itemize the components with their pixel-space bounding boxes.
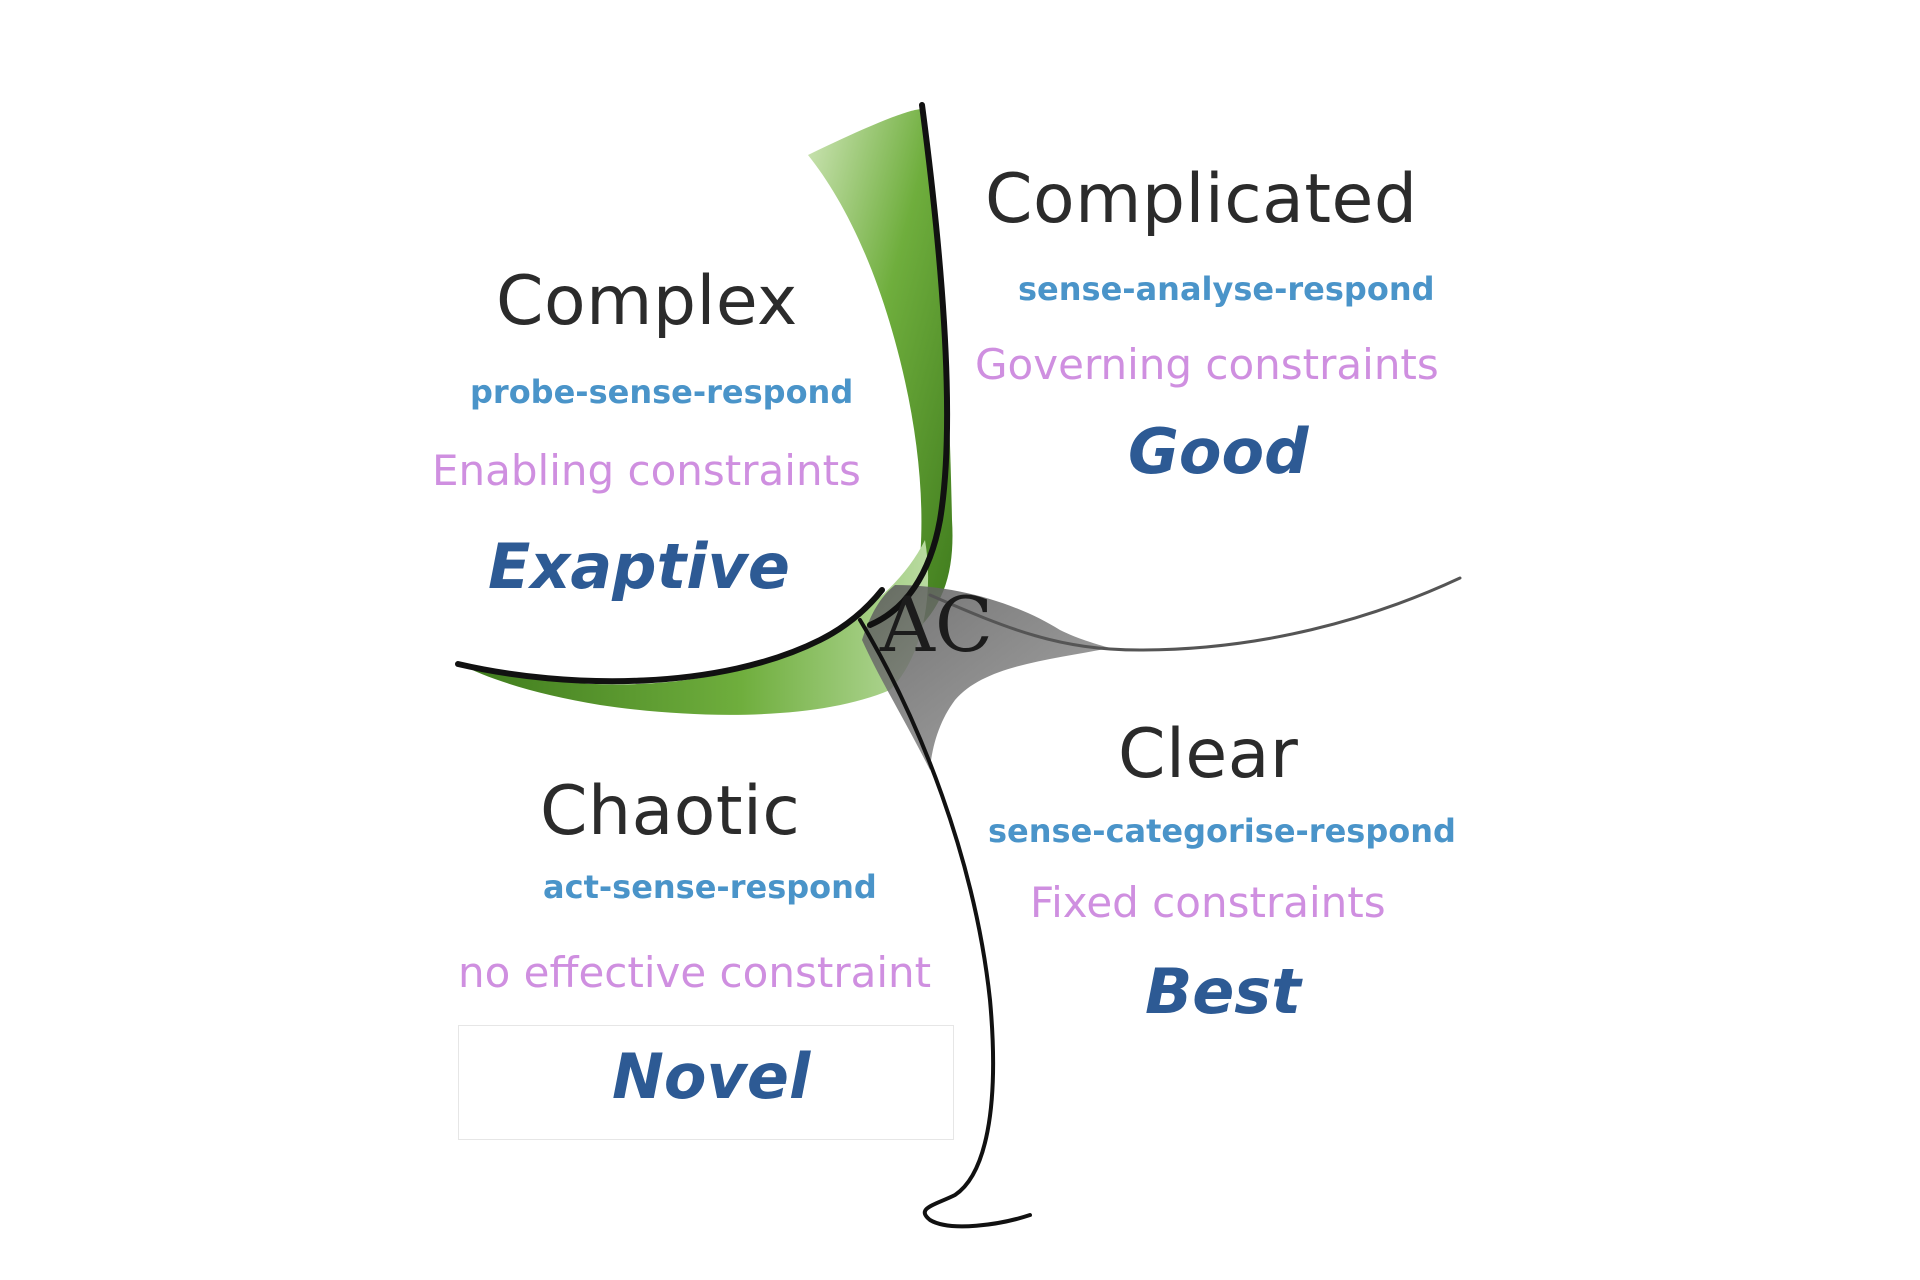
boundary-right-horizontal — [928, 576, 1462, 652]
outcome-chaotic: Novel — [612, 1040, 811, 1113]
boundary-left-horizontal — [455, 587, 885, 685]
outcome-complex: Exaptive — [488, 530, 790, 603]
constraint-clear: Fixed constraints — [1030, 878, 1386, 927]
domain-title-chaotic: Chaotic — [540, 772, 801, 851]
practice-complex: probe-sense-respond — [470, 373, 854, 411]
boundary-upper-vertical — [867, 102, 951, 628]
grey-central-region — [862, 585, 1110, 770]
domain-title-clear: Clear — [1118, 715, 1299, 794]
outcome-clear: Best — [1145, 955, 1301, 1028]
outcome-complicated: Good — [1128, 415, 1309, 488]
practice-chaotic: act-sense-respond — [543, 868, 877, 906]
constraint-complex: Enabling constraints — [432, 446, 861, 495]
center-mark-aporetic: AC — [880, 580, 994, 669]
practice-clear: sense-categorise-respond — [988, 812, 1456, 850]
boundary-lower-vertical — [858, 618, 1032, 1229]
domain-title-complex: Complex — [496, 262, 798, 341]
constraint-chaotic: no effective constraint — [458, 948, 932, 997]
novel-outcome-box — [458, 1025, 954, 1140]
practice-complicated: sense-analyse-respond — [1018, 270, 1435, 308]
green-ribbon-vertical — [808, 109, 953, 640]
constraint-complicated: Governing constraints — [975, 340, 1439, 389]
domain-title-complicated: Complicated — [985, 160, 1418, 239]
green-ribbon-horizontal — [460, 540, 929, 715]
